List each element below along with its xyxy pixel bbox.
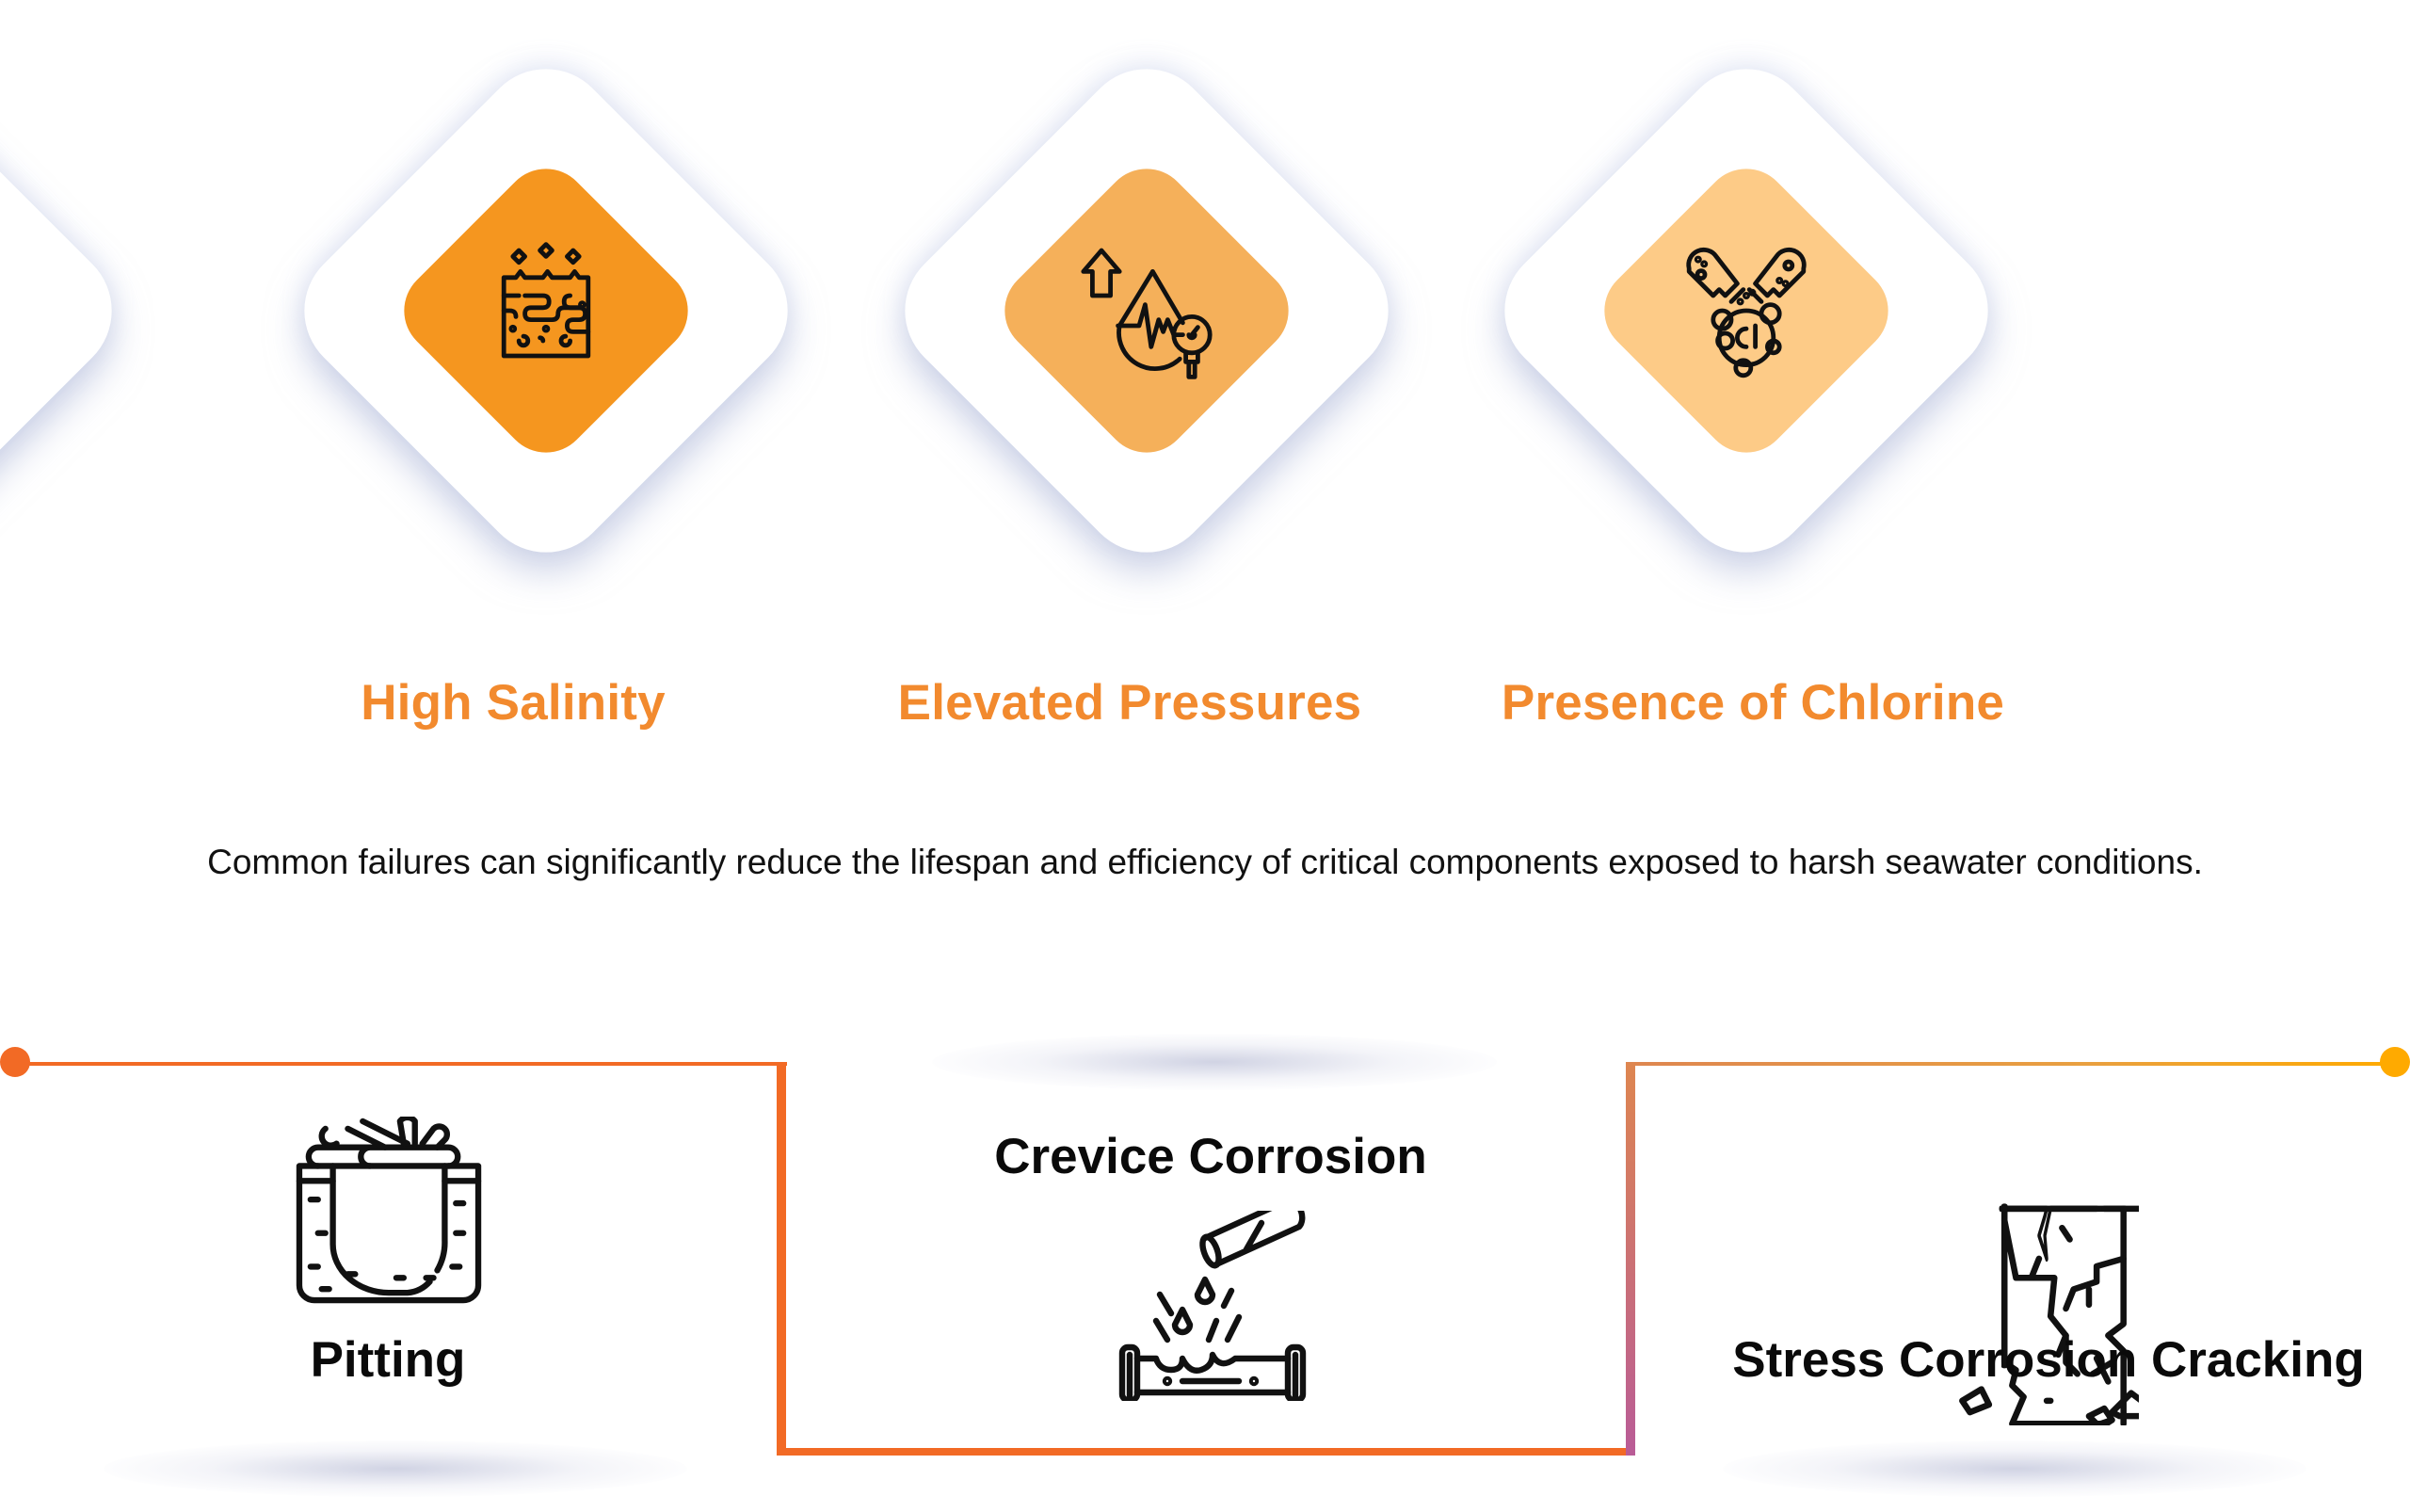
- factor-label-presence-of-chlorine: Presence of Chlorine: [1501, 675, 2005, 731]
- card-shadow: [104, 1440, 687, 1497]
- timeline-line: [1626, 1062, 2395, 1066]
- salt-soil-layers-icon: [471, 235, 621, 386]
- timeline-line: [777, 1448, 1635, 1456]
- timeline-line: [15, 1062, 787, 1066]
- timeline-line: [1626, 1062, 1635, 1456]
- failure-label-crevice-corrosion: Crevice Corrosion: [994, 1129, 1427, 1184]
- stress-cracking-icon: [1947, 1199, 2196, 1431]
- factor-label-high-salinity: High Salinity: [361, 675, 666, 731]
- failure-label-stress-corrosion-cracking: Stress Corrosion Cracking: [1732, 1332, 2365, 1388]
- failure-label-pitting: Pitting: [310, 1332, 466, 1388]
- pressure-drop-gauge-icon: [1071, 235, 1222, 386]
- pitting-icon: [296, 1114, 482, 1305]
- crevice-corrosion-icon: [1118, 1197, 1307, 1415]
- card-shadow: [1723, 1440, 2306, 1497]
- chlorine-capsule-icon: [1671, 235, 1822, 386]
- timeline-end-dot: [2380, 1047, 2410, 1077]
- card-shadow: [932, 1034, 1497, 1090]
- background-diamond: [0, 41, 139, 580]
- factor-label-elevated-pressures: Elevated Pressures: [897, 675, 1362, 731]
- timeline-line: [777, 1062, 786, 1456]
- description-text: Common failures can significantly reduce…: [207, 843, 2203, 881]
